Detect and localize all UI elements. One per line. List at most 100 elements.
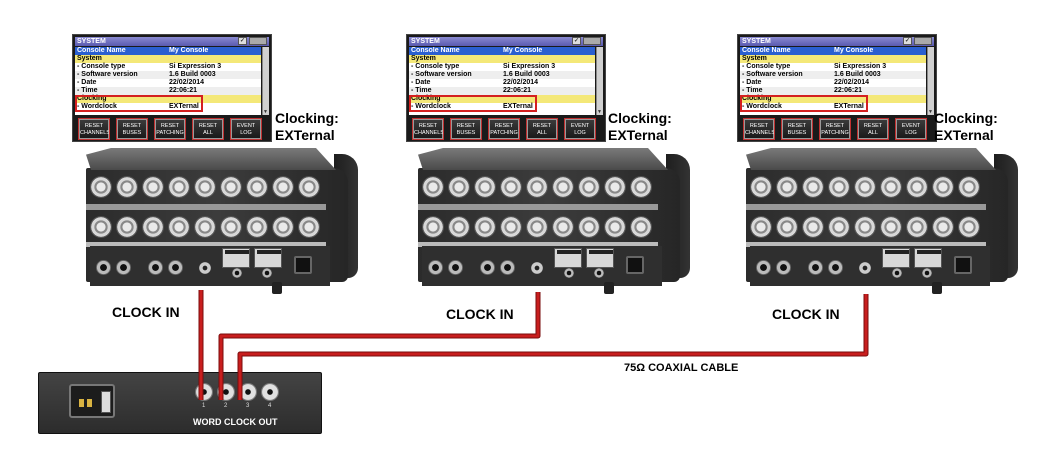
xlr-input-icon[interactable] (194, 176, 216, 198)
xlr-input-icon[interactable] (526, 176, 548, 198)
jack-socket-icon[interactable] (232, 268, 242, 278)
xlr-output-icon[interactable] (880, 216, 902, 238)
jack-socket-icon[interactable] (756, 260, 771, 275)
scrollbar[interactable] (596, 47, 603, 115)
reset-patching-button[interactable]: RESET PATCHING (154, 118, 186, 140)
jack-socket-icon[interactable] (776, 260, 791, 275)
event-log-button[interactable]: EVENT LOG (895, 118, 927, 140)
xlr-input-icon[interactable] (802, 176, 824, 198)
scrollbar[interactable] (927, 47, 934, 115)
check-icon[interactable]: ✓ (903, 37, 912, 45)
xlr-output-icon[interactable] (776, 216, 798, 238)
reset-channels-button[interactable]: RESET CHANNELS (412, 118, 444, 140)
xlr-input-icon[interactable] (932, 176, 954, 198)
xlr-input-icon[interactable] (958, 176, 980, 198)
jack-socket-icon[interactable] (96, 260, 111, 275)
xlr-input-icon[interactable] (552, 176, 574, 198)
jack-socket-icon[interactable] (500, 260, 515, 275)
xlr-output-icon[interactable] (298, 216, 320, 238)
xlr-output-icon[interactable] (474, 216, 496, 238)
xlr-output-icon[interactable] (116, 216, 138, 238)
reset-channels-button[interactable]: RESET CHANNELS (78, 118, 110, 140)
word-clock-bnc-input[interactable] (531, 262, 543, 274)
xlr-input-icon[interactable] (298, 176, 320, 198)
xlr-input-icon[interactable] (272, 176, 294, 198)
jack-socket-icon[interactable] (922, 268, 932, 278)
jack-socket-icon[interactable] (808, 260, 823, 275)
xlr-input-icon[interactable] (604, 176, 626, 198)
xlr-input-icon[interactable] (220, 176, 242, 198)
xlr-output-icon[interactable] (246, 216, 268, 238)
scrollbar[interactable] (262, 47, 269, 115)
xlr-input-icon[interactable] (168, 176, 190, 198)
reset-patching-button[interactable]: RESET PATCHING (819, 118, 851, 140)
jack-socket-icon[interactable] (892, 268, 902, 278)
reset-patching-button[interactable]: RESET PATCHING (488, 118, 520, 140)
xlr-output-icon[interactable] (958, 216, 980, 238)
xlr-output-icon[interactable] (932, 216, 954, 238)
xlr-output-icon[interactable] (802, 216, 824, 238)
word-clock-bnc-input[interactable] (199, 262, 211, 274)
jack-socket-icon[interactable] (828, 260, 843, 275)
xlr-output-icon[interactable] (422, 216, 444, 238)
xlr-output-icon[interactable] (854, 216, 876, 238)
xlr-output-icon[interactable] (500, 216, 522, 238)
xlr-input-icon[interactable] (246, 176, 268, 198)
jack-socket-icon[interactable] (594, 268, 604, 278)
xlr-input-icon[interactable] (828, 176, 850, 198)
jack-socket-icon[interactable] (148, 260, 163, 275)
bnc-output-4[interactable] (261, 383, 279, 401)
xlr-input-icon[interactable] (578, 176, 600, 198)
xlr-input-icon[interactable] (630, 176, 652, 198)
xlr-input-icon[interactable] (750, 176, 772, 198)
xlr-output-icon[interactable] (630, 216, 652, 238)
close-button[interactable] (583, 37, 601, 45)
reset-channels-button[interactable]: RESET CHANNELS (743, 118, 775, 140)
xlr-output-icon[interactable] (750, 216, 772, 238)
xlr-output-icon[interactable] (90, 216, 112, 238)
xlr-input-icon[interactable] (906, 176, 928, 198)
reset-buses-button[interactable]: RESET BUSES (450, 118, 482, 140)
check-icon[interactable]: ✓ (238, 37, 247, 45)
xlr-input-icon[interactable] (474, 176, 496, 198)
jack-socket-icon[interactable] (428, 260, 443, 275)
xlr-output-icon[interactable] (526, 216, 548, 238)
jack-socket-icon[interactable] (448, 260, 463, 275)
bnc-output-2[interactable] (217, 383, 235, 401)
xlr-input-icon[interactable] (500, 176, 522, 198)
xlr-input-icon[interactable] (776, 176, 798, 198)
reset-all-button[interactable]: RESET ALL (526, 118, 558, 140)
event-log-button[interactable]: EVENT LOG (230, 118, 262, 140)
jack-socket-icon[interactable] (116, 260, 131, 275)
jack-socket-icon[interactable] (262, 268, 272, 278)
xlr-input-icon[interactable] (854, 176, 876, 198)
xlr-input-icon[interactable] (142, 176, 164, 198)
xlr-output-icon[interactable] (552, 216, 574, 238)
xlr-output-icon[interactable] (142, 216, 164, 238)
reset-buses-button[interactable]: RESET BUSES (116, 118, 148, 140)
bnc-output-3[interactable] (239, 383, 257, 401)
xlr-output-icon[interactable] (448, 216, 470, 238)
close-button[interactable] (914, 37, 932, 45)
word-clock-bnc-input[interactable] (859, 262, 871, 274)
xlr-output-icon[interactable] (604, 216, 626, 238)
reset-buses-button[interactable]: RESET BUSES (781, 118, 813, 140)
xlr-input-icon[interactable] (448, 176, 470, 198)
xlr-input-icon[interactable] (422, 176, 444, 198)
xlr-output-icon[interactable] (578, 216, 600, 238)
jack-socket-icon[interactable] (480, 260, 495, 275)
xlr-output-icon[interactable] (906, 216, 928, 238)
event-log-button[interactable]: EVENT LOG (564, 118, 596, 140)
close-button[interactable] (249, 37, 267, 45)
reset-all-button[interactable]: RESET ALL (857, 118, 889, 140)
xlr-output-icon[interactable] (220, 216, 242, 238)
bnc-output-1[interactable] (195, 383, 213, 401)
reset-all-button[interactable]: RESET ALL (192, 118, 224, 140)
xlr-output-icon[interactable] (194, 216, 216, 238)
jack-socket-icon[interactable] (168, 260, 183, 275)
xlr-output-icon[interactable] (828, 216, 850, 238)
check-icon[interactable]: ✓ (572, 37, 581, 45)
